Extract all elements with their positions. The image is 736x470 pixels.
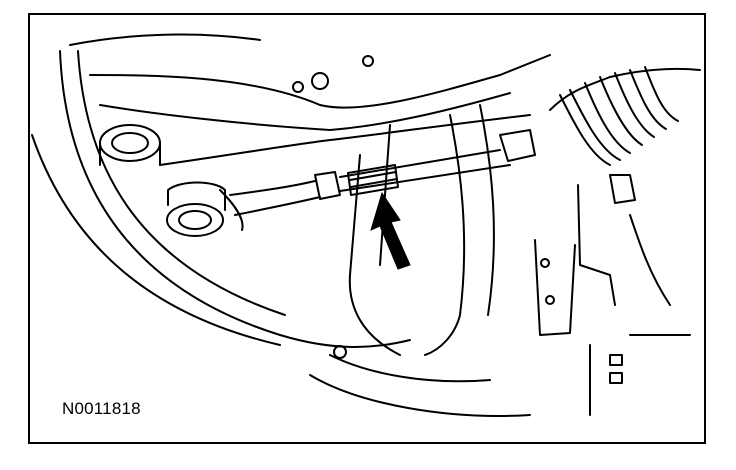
- subframe: [309, 104, 531, 417]
- wheel-well-arcs: [31, 50, 411, 348]
- suspension-illustration: [31, 33, 701, 417]
- gear-housing: [534, 174, 691, 416]
- figure-frame: N0011818: [28, 13, 706, 444]
- arrow-icon: [370, 191, 411, 270]
- tie-rod-end: [166, 181, 244, 237]
- adjuster-sleeve: [347, 164, 399, 196]
- steering-boot: [549, 66, 701, 166]
- control-arm: [69, 33, 551, 166]
- figure-id-label: N0011818: [60, 399, 143, 419]
- tie-rod: [229, 129, 536, 216]
- upper-bushing: [99, 124, 161, 166]
